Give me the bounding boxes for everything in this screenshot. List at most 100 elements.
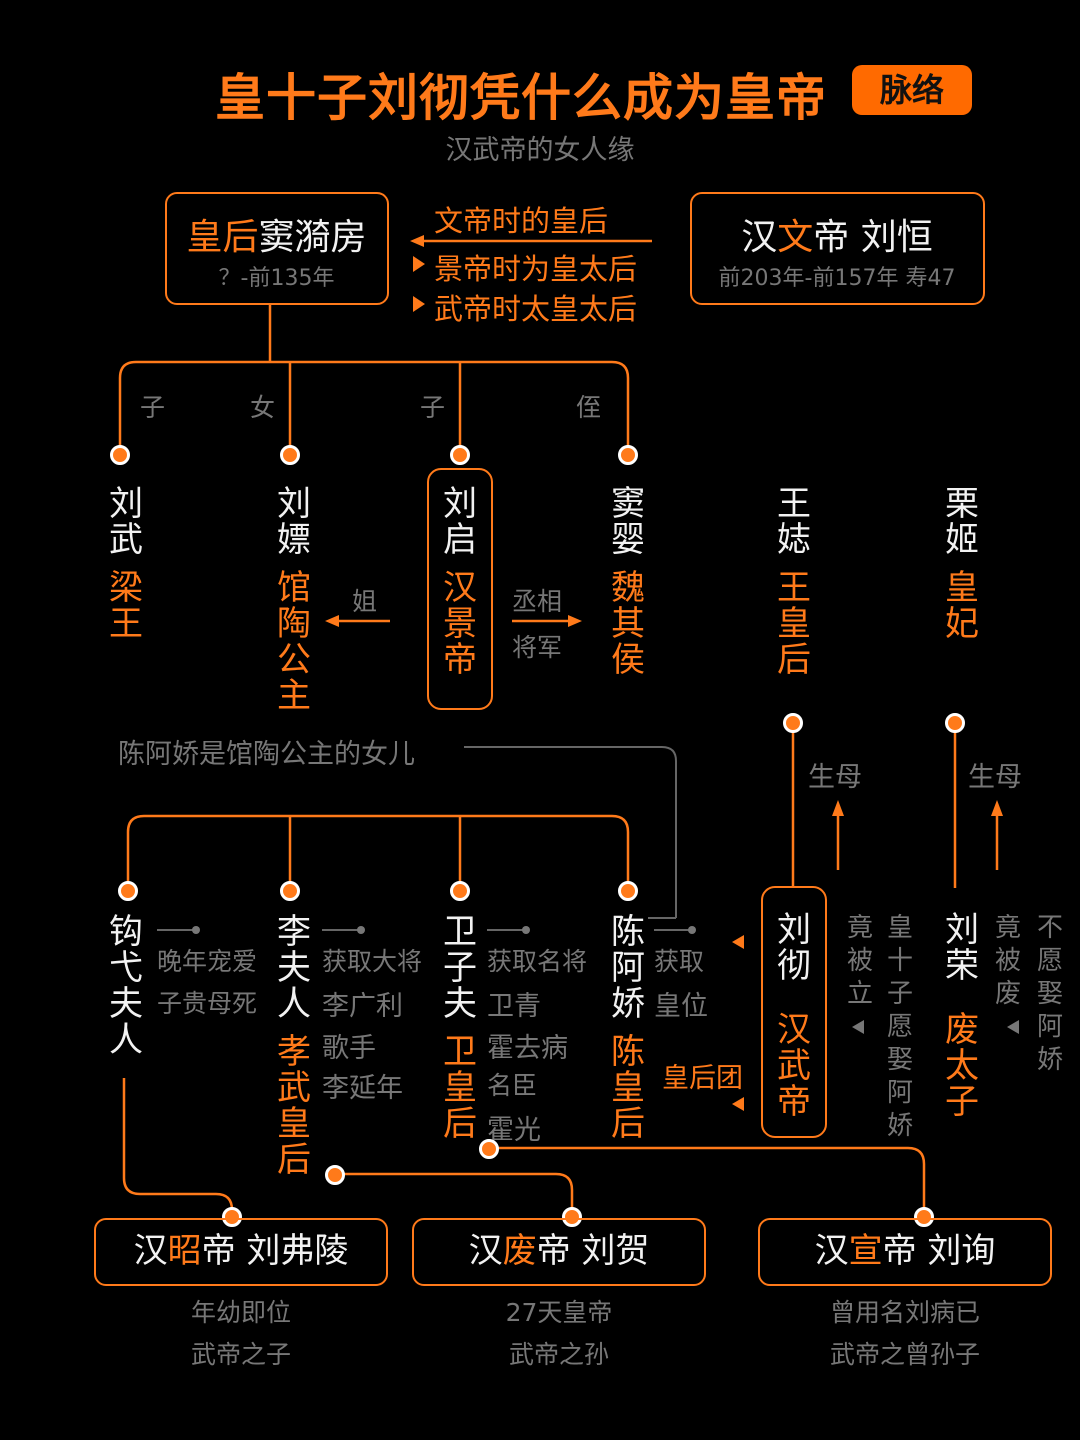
general-label: 将军 bbox=[512, 633, 563, 662]
node-dot bbox=[450, 445, 470, 465]
chen-note: 陈阿娇是馆陶公主的女儿 bbox=[118, 739, 415, 770]
node-dot bbox=[945, 713, 965, 733]
wudi-box bbox=[761, 886, 827, 1138]
title-fei-taizi: 废太子 bbox=[945, 1010, 979, 1122]
emperor-fei-mid: 废 bbox=[502, 1231, 537, 1271]
title-weiqi-hou: 魏其侯 bbox=[611, 568, 645, 680]
gouyi-note-1: 晚年宠爱 bbox=[157, 947, 258, 976]
wei-note-4: 名臣 bbox=[487, 1071, 538, 1100]
li-note-4: 李延年 bbox=[322, 1073, 403, 1104]
emperor-xuan-mid: 宣 bbox=[848, 1231, 883, 1271]
relation-son-1: 子 bbox=[140, 393, 166, 422]
person-chen-ajiao: 陈阿娇 bbox=[611, 912, 645, 1024]
header: 皇十子刘彻凭什么成为皇帝 脉络 bbox=[0, 58, 1080, 128]
li-note-1: 获取大将 bbox=[322, 947, 423, 976]
emperor-zhao-post: 帝 刘弗陵 bbox=[201, 1231, 349, 1271]
title-han-wudi: 汉武帝 bbox=[777, 1010, 811, 1122]
title-huang-fei: 皇妃 bbox=[945, 568, 979, 644]
title-chen-huanghou: 陈皇后 bbox=[611, 1032, 645, 1144]
emperor-wen-post: 帝 刘恒 bbox=[813, 217, 933, 258]
person-liu-qi: 刘启 bbox=[443, 484, 477, 560]
node-dot bbox=[562, 1207, 582, 1227]
person-wei-zifu: 卫子夫 bbox=[443, 912, 477, 1024]
chancellor-label: 丞相 bbox=[512, 587, 563, 616]
empress-group-label: 皇后团 bbox=[662, 1063, 743, 1094]
person-liu-piao: 刘嫖 bbox=[277, 484, 311, 560]
relation-daughter: 女 bbox=[250, 393, 276, 422]
emperor-xuan-pre: 汉 bbox=[814, 1231, 849, 1271]
badge: 脉络 bbox=[852, 65, 972, 115]
person-liu-che: 刘彻 bbox=[777, 910, 811, 986]
emperor-zhao-line1: 年幼即位 bbox=[190, 1298, 291, 1327]
node-dot bbox=[222, 1207, 242, 1227]
liu-che-note-col2: 皇十子愿娶阿娇 bbox=[886, 913, 913, 1141]
person-li-ji: 栗姬 bbox=[945, 484, 979, 560]
liu-rong-note-col1: 竟被废 bbox=[994, 913, 1021, 1009]
emperor-wen-title: 汉文帝 刘恒 bbox=[692, 208, 982, 260]
chen-note-1: 获取 bbox=[654, 947, 705, 976]
wei-note-5: 霍光 bbox=[487, 1115, 541, 1146]
emperor-zhao-sub: 年幼即位 武帝之子 bbox=[94, 1292, 388, 1376]
empress-dou-box: 皇后窦漪房 ？-前135年 bbox=[165, 192, 389, 305]
person-wang-zhi: 王娡 bbox=[777, 484, 811, 560]
empress-name: 窦漪房 bbox=[258, 217, 367, 258]
title-wang-huanghou: 王皇后 bbox=[777, 568, 811, 680]
emperor-zhao-box: 汉昭帝 刘弗陵 bbox=[94, 1218, 388, 1286]
empress-dou-dates: ？-前135年 bbox=[218, 266, 335, 291]
emperor-xuan-sub: 曾用名刘病已 武帝之曾孙子 bbox=[758, 1292, 1052, 1376]
li-note-2: 李广利 bbox=[322, 991, 403, 1022]
wei-note-2: 卫青 bbox=[487, 991, 541, 1022]
person-gouyi: 钩弋夫人 bbox=[109, 912, 143, 1060]
node-dot bbox=[280, 445, 300, 465]
emperor-fei-pre: 汉 bbox=[468, 1231, 503, 1271]
wei-note-1: 获取名将 bbox=[487, 947, 588, 976]
title-liang-wang: 梁王 bbox=[109, 568, 143, 644]
emperor-fei-sub: 27天皇帝 武帝之孙 bbox=[412, 1292, 706, 1376]
emperor-wen-mid: 文 bbox=[777, 217, 814, 258]
mother-label-li: 生母 bbox=[968, 762, 1022, 793]
emperor-fei-line2: 武帝之孙 bbox=[508, 1340, 609, 1369]
person-dou-ying: 窦婴 bbox=[611, 484, 645, 560]
jingdi-box bbox=[427, 468, 493, 710]
emperor-fei-post: 帝 刘贺 bbox=[536, 1231, 650, 1271]
liu-rong-note-col2: 不愿娶阿娇 bbox=[1036, 913, 1063, 1075]
node-dot bbox=[914, 1207, 934, 1227]
node-dot bbox=[450, 881, 470, 901]
gouyi-note-2: 子贵母死 bbox=[157, 989, 258, 1018]
emperor-xuan-post: 帝 刘询 bbox=[882, 1231, 996, 1271]
relation-nephew: 侄 bbox=[576, 393, 602, 422]
emperor-xuan-box: 汉宣帝 刘询 bbox=[758, 1218, 1052, 1286]
person-li-furen: 李夫人 bbox=[277, 912, 311, 1024]
emperor-xuan-line1: 曾用名刘病已 bbox=[829, 1298, 980, 1327]
node-dot bbox=[618, 445, 638, 465]
li-note-3: 歌手 bbox=[322, 1033, 376, 1064]
dou-role-2: 景帝时为皇太后 bbox=[434, 252, 638, 286]
empress-label: 皇后 bbox=[186, 217, 259, 258]
dou-role-1: 文帝时的皇后 bbox=[434, 204, 609, 238]
node-dot bbox=[479, 1139, 499, 1159]
emperor-xuan-line2: 武帝之曾孙子 bbox=[829, 1340, 980, 1369]
liu-che-note-col1: 竟被立 bbox=[846, 913, 873, 1009]
title-xiaowu-huanghou: 孝武皇后 bbox=[277, 1032, 311, 1180]
title-wei-huanghou: 卫皇后 bbox=[443, 1032, 477, 1144]
sister-label: 姐 bbox=[352, 587, 378, 616]
emperor-zhao-line2: 武帝之子 bbox=[190, 1340, 291, 1369]
person-liu-rong: 刘荣 bbox=[945, 910, 979, 986]
emperor-wen-pre: 汉 bbox=[741, 217, 778, 258]
emperor-fei-box: 汉废帝 刘贺 bbox=[412, 1218, 706, 1286]
page-subtitle: 汉武帝的女人缘 bbox=[445, 135, 635, 166]
person-liu-wu: 刘武 bbox=[109, 484, 143, 560]
mother-label-wang: 生母 bbox=[808, 762, 862, 793]
emperor-fei-line1: 27天皇帝 bbox=[505, 1298, 613, 1327]
chen-note-2: 皇位 bbox=[654, 991, 708, 1022]
node-dot bbox=[783, 713, 803, 733]
node-dot bbox=[110, 445, 130, 465]
title-guantao-princess: 馆陶公主 bbox=[277, 568, 311, 716]
wei-note-3: 霍去病 bbox=[487, 1033, 568, 1064]
title-han-jingdi: 汉景帝 bbox=[443, 568, 477, 680]
page-title: 皇十子刘彻凭什么成为皇帝 bbox=[215, 69, 827, 127]
emperor-zhao-pre: 汉 bbox=[133, 1231, 168, 1271]
node-dot bbox=[118, 881, 138, 901]
emperor-wen-box: 汉文帝 刘恒 前203年-前157年 寿47 bbox=[690, 192, 985, 305]
empress-dou-title: 皇后窦漪房 bbox=[167, 208, 386, 260]
